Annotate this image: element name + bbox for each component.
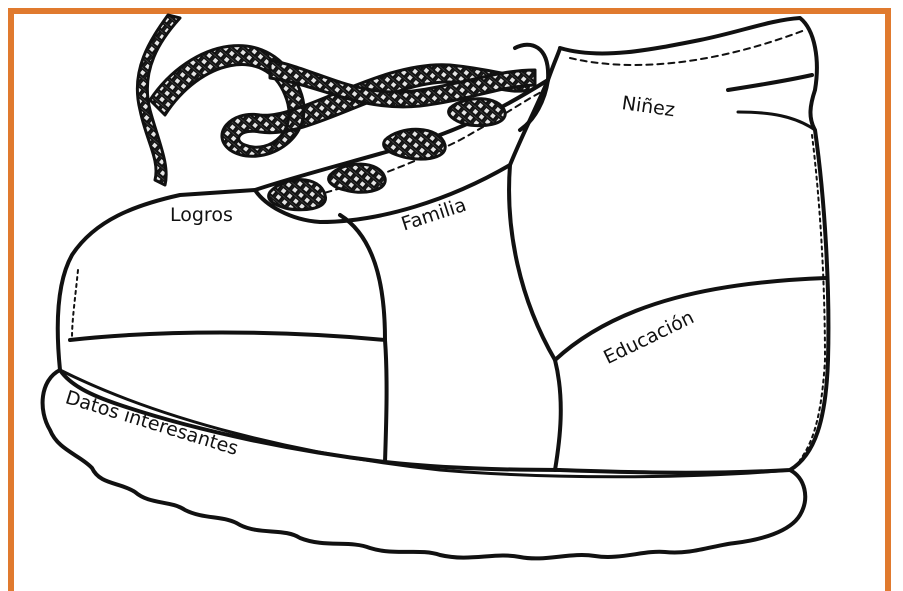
toe-cap-seam <box>70 215 385 340</box>
eyelet <box>384 129 446 159</box>
vamp-seam <box>509 165 561 470</box>
eyelet <box>449 99 506 126</box>
eyelet <box>329 164 386 192</box>
heel-collar <box>728 75 812 90</box>
label-logros: Logros <box>170 204 233 226</box>
